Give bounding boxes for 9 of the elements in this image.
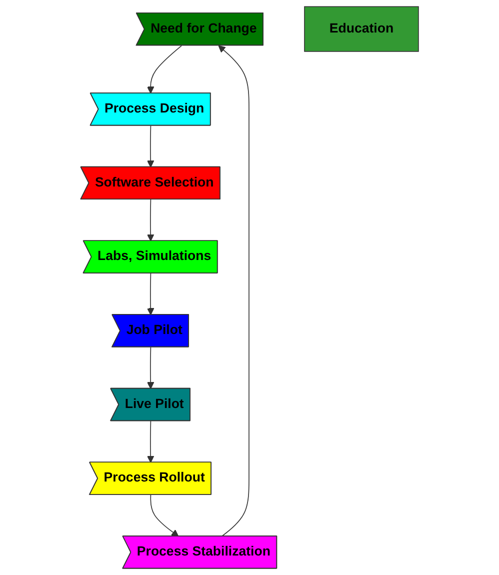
node-box: Education	[304, 6, 419, 52]
arrow	[146, 346, 154, 390]
arrow	[150, 494, 179, 537]
arrow	[146, 199, 154, 242]
arrow	[146, 272, 154, 316]
arrow	[218, 45, 250, 537]
arrow	[146, 420, 154, 463]
arrow	[146, 125, 154, 168]
arrow	[146, 45, 182, 94]
